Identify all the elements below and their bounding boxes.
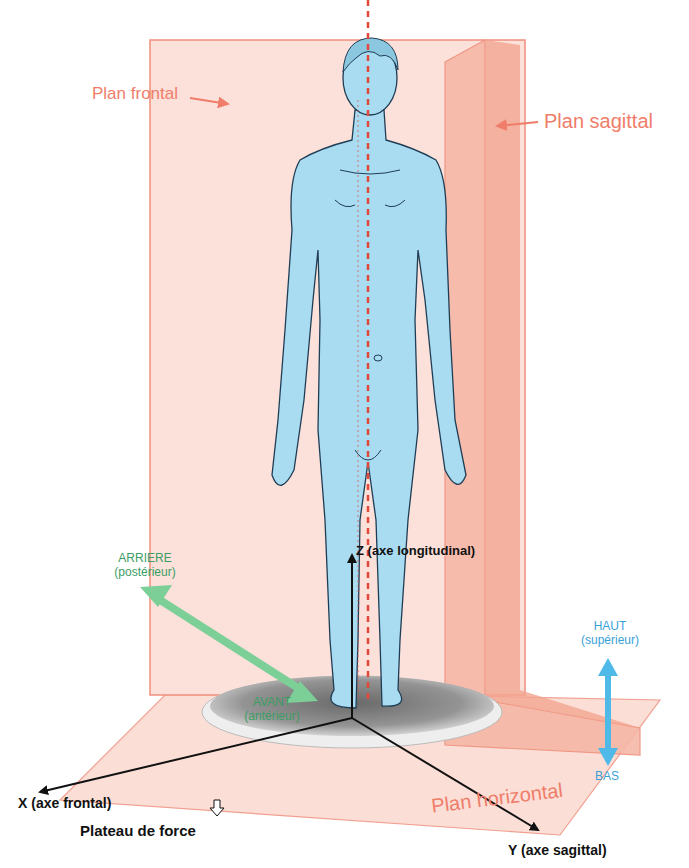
label: Plateau de force bbox=[80, 822, 196, 839]
sagittal-plane bbox=[445, 40, 640, 755]
label: Z (axe longitudinal) bbox=[356, 544, 475, 559]
ap-arrow bbox=[140, 585, 318, 703]
midline bbox=[367, 0, 370, 700]
down-arrow-symbol bbox=[210, 800, 224, 816]
label: HAUT (supérieur) bbox=[570, 620, 650, 648]
label: AVANT (antérieur) bbox=[232, 696, 312, 724]
leader-arrow bbox=[190, 98, 228, 104]
label: ARRIERE (postérieur) bbox=[100, 552, 190, 580]
label: BAS bbox=[595, 770, 619, 784]
frontal-line bbox=[358, 100, 359, 700]
leader-arrow bbox=[497, 122, 538, 126]
label: Plan sagittal bbox=[544, 110, 653, 133]
label: X (axe frontal) bbox=[18, 795, 111, 811]
axes bbox=[40, 555, 538, 830]
label: Y (axe sagittal) bbox=[508, 842, 607, 858]
ud-arrow bbox=[598, 658, 618, 766]
label: Plan frontal bbox=[92, 84, 178, 104]
